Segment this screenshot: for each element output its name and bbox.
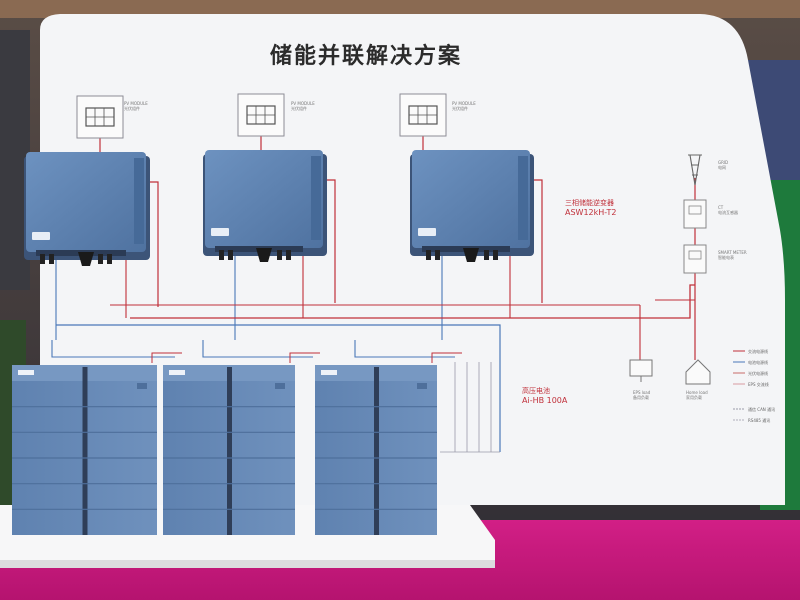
wire-legend [733,350,745,421]
legend-item-5: 通信 CAN 通讯 [748,407,776,412]
bat-wire-red-3 [431,352,462,363]
inverter-logo-2 [211,228,229,236]
battery-model-label: Ai-HB 100A [522,396,568,405]
legend-item-1: 交流电源线 [748,349,768,354]
inverter-connector-2-3 [277,250,282,260]
battery-logo-2 [169,370,185,375]
inverter-connector-1-1 [40,254,45,264]
inverter-connector-3-3 [484,250,489,260]
battery-handle-2 [275,383,285,389]
legend-item-2: 电池电源线 [748,360,768,365]
battery-logo-1 [18,370,34,375]
battery-center-seam-3 [374,367,379,535]
grid-chain [683,154,707,274]
loads [629,359,711,385]
inverter-dc-switch-2 [256,248,272,262]
inverter-name-label: 三相储能逆变器 [565,199,614,207]
inverter-connector-2-2 [228,250,233,260]
ac-bus-main [130,284,695,319]
grid-tower-icon [688,154,702,186]
pv-frame-2 [237,93,285,137]
inverter-connector-3-1 [426,250,431,260]
inverter-logo-1 [32,232,50,240]
bat-wire-red-2 [289,352,320,363]
inverter-dc-switch-3 [463,248,479,262]
inverter-connector-1-4 [107,254,112,264]
ct-icon-display [688,205,702,215]
pv-modules [76,93,447,139]
inverter-logo-3 [418,228,436,236]
inverter-connector-1-2 [49,254,54,264]
battery-logo-3 [321,370,337,375]
inverter-connector-3-4 [493,250,498,260]
inverter-dc-switch-1 [78,252,94,266]
bat-wire-red-1 [151,352,182,363]
home-load-icon [685,359,711,385]
inverter-body-2 [205,150,323,248]
inverters [24,150,534,266]
battery-stacks [12,365,437,535]
inverter-connector-3-2 [435,250,440,260]
platform-edge [0,560,495,568]
inverter-side-fin-2 [311,156,321,240]
battery-handle-3 [417,383,427,389]
inverter-body-3 [412,150,530,248]
legend-item-6: RS485 通讯 [748,418,771,423]
ceiling-truss [0,0,800,18]
inverter-body-1 [26,152,146,252]
inverter-connector-1-3 [98,254,103,264]
battery-center-seam-1 [82,367,88,535]
battery-center-seam-2 [227,367,232,535]
bat-wire-blue-2 [202,340,313,358]
bat-wire-blue-1 [51,340,175,358]
inverter-side-fin-3 [518,156,528,240]
inverter-connector-2-1 [219,250,224,260]
bat-wire-blue-3 [354,340,455,358]
inverter-model-label: ASW12kH-T2 [565,208,617,217]
page-title: 储能并联解决方案 [270,44,463,69]
legend-item-3: 光伏电源线 [748,371,768,376]
inverter-side-fin-1 [134,158,144,244]
battery-handle-1 [137,383,147,389]
eps-load-icon [629,359,653,377]
battery-name-label: 高压电池 [522,387,550,395]
legend-item-4: EPS 交流线 [748,382,769,387]
meter-icon-display [688,250,702,260]
battery-bus-blue [56,324,501,452]
inverter-connector-2-4 [286,250,291,260]
